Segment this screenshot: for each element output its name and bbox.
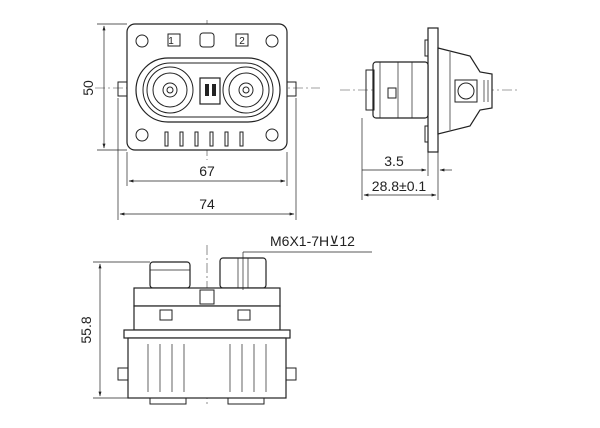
pin-2-label: 2 [239,36,245,47]
dim-side-flange-text: 3.5 [384,153,404,169]
thread-callout-text: M6X1-7H⊻12 [270,233,355,249]
pin-1-label: 1 [168,36,174,47]
dimension-overall-width [117,98,297,220]
dim-side-depth-text: 28.8±0.1 [372,178,427,194]
dimension-side-flange [362,152,452,176]
dim-bottom-height-text: 55.8 [78,316,94,343]
dim-height-front-text: 50 [80,80,96,96]
dimension-height-front [97,23,127,151]
bottom-view [117,245,297,405]
side-view [340,27,520,153]
dimension-bottom-height [93,261,150,399]
dimension-mount-width [126,152,288,186]
thread-callout-leader [242,251,372,290]
dim-mount-width-text: 67 [199,163,215,179]
dimension-side-depth [361,118,439,200]
dim-overall-width-text: 74 [199,196,215,212]
front-view [95,20,320,160]
